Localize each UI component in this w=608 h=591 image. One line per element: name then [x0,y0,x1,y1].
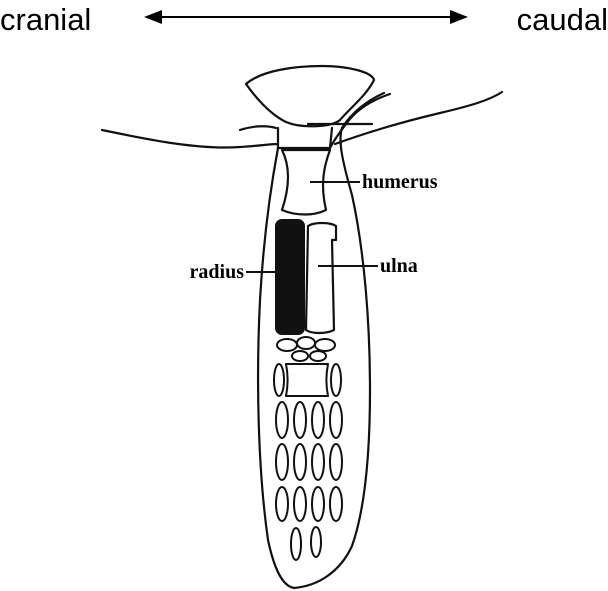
phalanx-bone [329,486,343,522]
metacarpal-bone [273,363,285,397]
carpal-bone [291,350,309,362]
phalanx-bone [290,527,302,561]
body-outline-right [333,90,504,146]
phalanx-bone [293,486,307,522]
body-outline [100,128,280,149]
phalanx-bone [275,486,289,522]
humerus-bone [280,148,332,216]
phalanx-bone [293,401,307,439]
humerus-label: humerus [362,171,438,193]
phalanx-bone [275,401,289,439]
shoulder-collar [276,126,334,150]
cranial-label: cranial [0,2,91,37]
carpal-bone [314,338,336,352]
direction-arrow [144,10,468,24]
phalanx-bone [329,401,343,439]
phalanx-bone [311,401,325,439]
phalanx-bone [310,526,322,558]
phalanx-bone [311,486,325,522]
metacarpal-bone [285,363,329,397]
phalanx-bone [329,443,343,481]
phalanx-bone [293,443,307,481]
phalanx-bone [275,443,289,481]
radius-label: radius [190,261,245,283]
phalanx-bone [311,443,325,481]
carpal-bone [276,338,298,352]
shoulder-joint [244,64,376,128]
ulna-label: ulna [380,255,418,277]
caudal-label: caudal [517,2,608,37]
radius-bone [275,219,305,335]
carpal-bone [296,336,316,350]
flipper-trailing-edge [328,92,392,150]
flipper-outline [256,91,386,590]
metacarpal-bone [330,363,342,397]
shoulder-lower-rim [238,122,374,132]
ulna-bone [304,221,338,335]
carpal-bone [309,350,327,362]
